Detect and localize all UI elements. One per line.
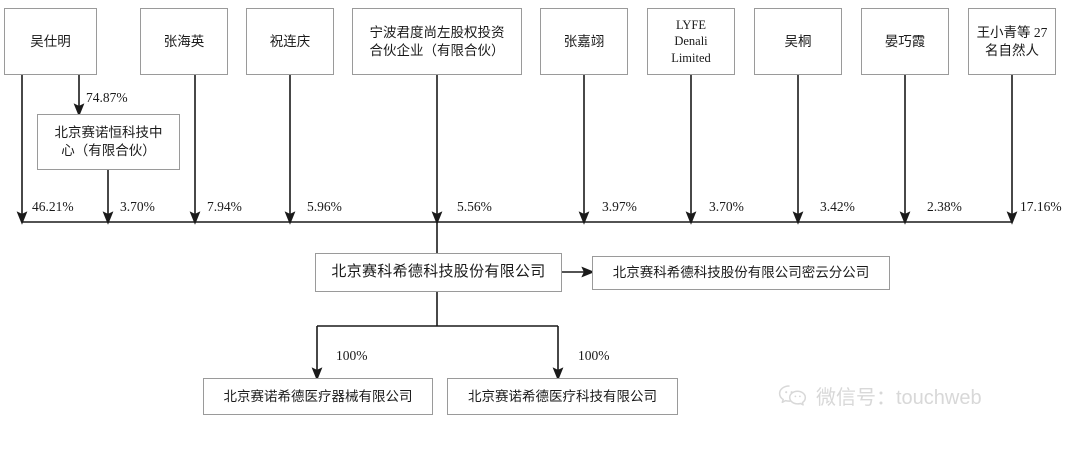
subsidiary-label: 北京赛诺希德医疗器械有限公司 [223,388,413,404]
wechat-icon [778,384,808,408]
watermark: 微信号：touchweb [778,381,982,410]
shareholder-label-line-2: 名自然人 [985,42,1039,58]
holding-platform-box-beijing-sainuoheng[interactable]: 北京赛诺恒科技中 心（有限合伙） [37,114,180,170]
shareholder-label: 祝连庆 [269,33,311,49]
branch-company-label: 北京赛科希德科技股份有限公司密云分公司 [612,265,870,281]
pct-label-wu-shiming-direct: 46.21% [32,199,74,214]
shareholder-box-zhu-lianqing[interactable]: 祝连庆 [246,8,334,75]
pct-label-ningbo-jundu-shangzuo: 5.56% [457,199,492,214]
shareholder-label: 张嘉翊 [563,33,605,49]
subsidiary-label: 北京赛诺希德医疗科技有限公司 [468,388,657,404]
shareholder-box-yan-qiaoxia[interactable]: 晏巧霞 [861,8,949,75]
shareholder-label: 晏巧霞 [884,33,926,49]
shareholder-label: 张海英 [163,33,205,49]
subsidiary-box-medical-technology[interactable]: 北京赛诺希德医疗科技有限公司 [447,378,678,415]
shareholder-box-wang-xiaoqing-and-27-individuals[interactable]: 王小青等 27 名自然人 [968,8,1056,75]
pct-label-holdco-to-main: 3.70% [120,199,155,214]
pct-label-yan-qiaoxia: 2.38% [927,199,962,214]
pct-label-wu-shiming-to-holdco: 74.87% [86,90,128,105]
main-company-label: 北京赛科希德科技股份有限公司 [331,263,546,280]
shareholder-box-zhang-jiayu[interactable]: 张嘉翊 [540,8,628,75]
shareholder-label-line-2: Denali [674,34,708,49]
pct-label-zhang-haiying: 7.94% [207,199,242,214]
holding-platform-label-line-1: 北京赛诺恒科技中 [54,125,163,141]
branch-company-box-miyun[interactable]: 北京赛科希德科技股份有限公司密云分公司 [592,256,890,290]
shareholder-label-line-3: Limited [671,50,711,65]
shareholder-label-line-2: 合伙企业（有限合伙） [369,42,505,58]
main-company-box-beijing-saikexide[interactable]: 北京赛科希德科技股份有限公司 [315,253,562,292]
shareholder-label-line-1: 王小青等 27 [976,24,1048,40]
pct-label-wang-xiaoqing-group: 17.16% [1020,199,1062,214]
subsidiary-box-medical-devices[interactable]: 北京赛诺希德医疗器械有限公司 [203,378,433,415]
shareholder-label-line-1: 宁波君度尚左股权投资 [369,24,505,40]
pct-label-subsidiary-medical-devices: 100% [336,348,368,363]
shareholder-box-wu-shiming[interactable]: 吴仕明 [4,8,97,75]
pct-label-wu-tong: 3.42% [820,199,855,214]
pct-label-lyfe-denali-limited: 3.70% [709,199,744,214]
shareholder-label: 吴桐 [784,33,812,49]
pct-label-subsidiary-medical-technology: 100% [578,348,610,363]
shareholder-label-line-1: LYFE [676,17,706,32]
shareholder-box-wu-tong[interactable]: 吴桐 [754,8,842,75]
shareholder-box-zhang-haiying[interactable]: 张海英 [140,8,228,75]
shareholder-label: 吴仕明 [30,33,71,49]
pct-label-zhu-lianqing: 5.96% [307,199,342,214]
shareholder-box-lyfe-denali-limited[interactable]: LYFE Denali Limited [647,8,735,75]
pct-label-zhang-jiayu: 3.97% [602,199,637,214]
watermark-text: 微信号：touchweb [816,387,982,409]
shareholder-box-ningbo-jundu-shangzuo[interactable]: 宁波君度尚左股权投资 合伙企业（有限合伙） [352,8,522,75]
holding-platform-label-line-2: 心（有限合伙） [61,143,156,158]
